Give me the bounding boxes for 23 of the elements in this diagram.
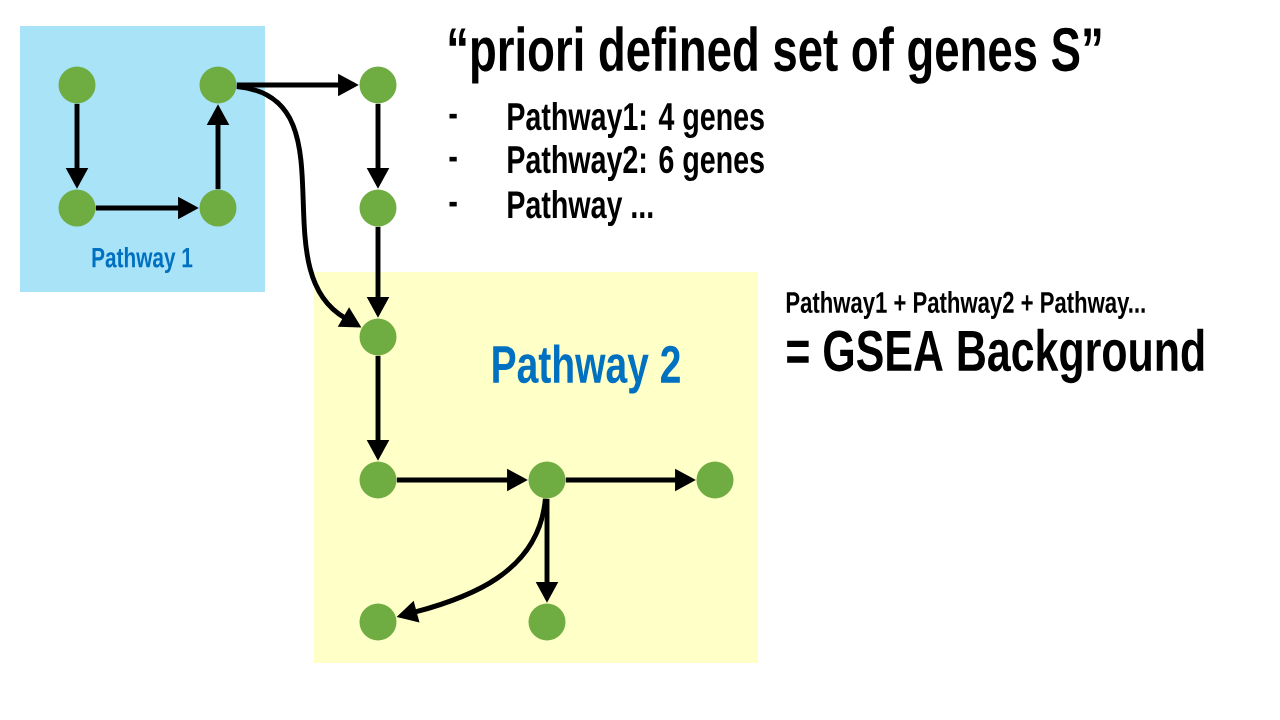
formula-text: = GSEA Background: [787, 328, 1204, 384]
gene-circle: [359, 603, 397, 641]
gene-circle: [359, 461, 397, 499]
pathway-box: Pathway 1: [20, 26, 265, 292]
gene-circle: [528, 461, 566, 499]
list-item: Pathway1: 4 genes: [508, 101, 764, 139]
gene-circle: [58, 66, 96, 104]
formula-text: Pathway1 + Pathway2 + Pathway...: [786, 291, 1145, 319]
gene-circle: [359, 189, 397, 227]
pathway-box: Pathway 2: [314, 272, 758, 663]
gene-circle: [58, 189, 96, 227]
gene-circle: [696, 461, 734, 499]
gene-circle: [199, 66, 237, 104]
gene-circle: [199, 189, 237, 227]
gene-circle: [528, 603, 566, 641]
bullet-dash: -: [449, 156, 457, 162]
title: “priori defined set of genes S”: [449, 26, 1101, 84]
list-item: Pathway ...: [508, 189, 653, 226]
list-item: Pathway2: 6 genes: [508, 144, 764, 182]
gene-circle: [359, 318, 397, 356]
bullet-dash: -: [449, 201, 457, 207]
bullet-dash: -: [449, 113, 457, 119]
gene-circle: [359, 66, 397, 104]
